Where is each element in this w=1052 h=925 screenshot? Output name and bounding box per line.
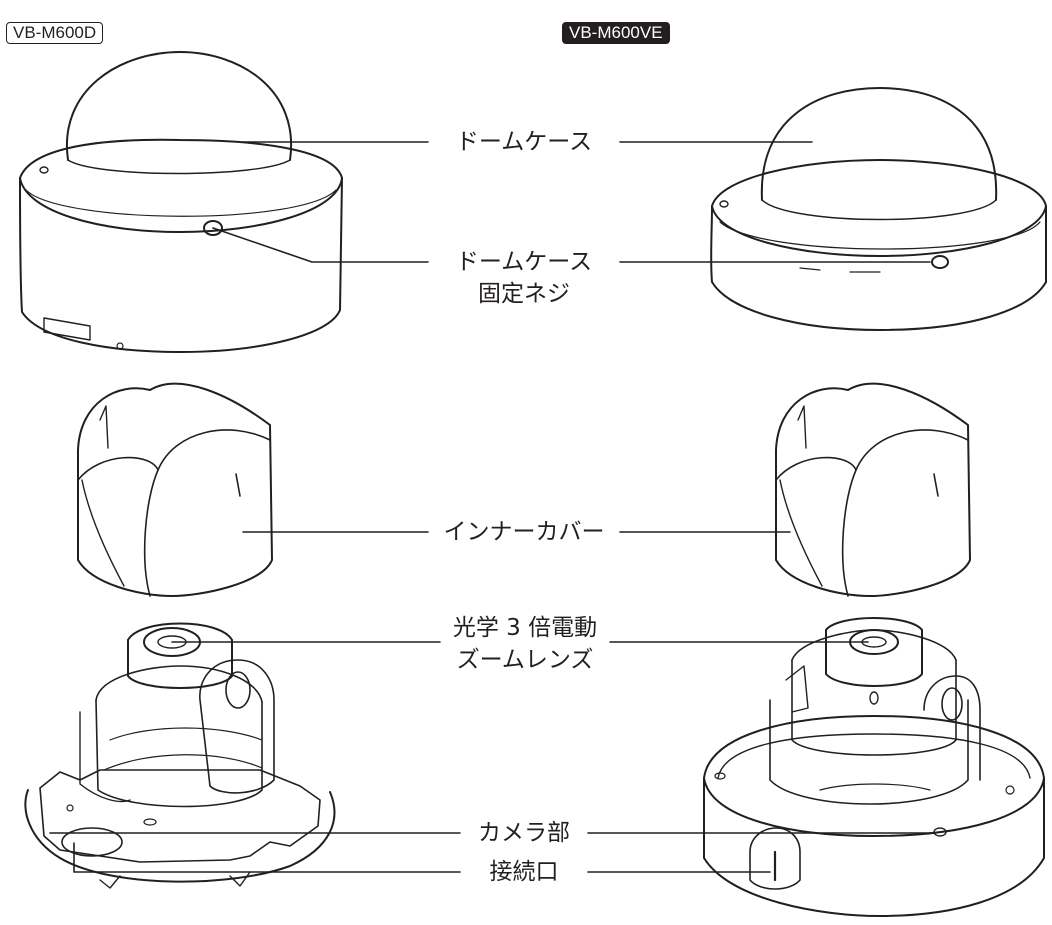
label-camera-unit: カメラ部 <box>464 817 584 849</box>
label-zoom-lens: 光学 3 倍電動 ズームレンズ <box>444 612 606 676</box>
inner-cover-right <box>775 382 971 597</box>
inner-cover-left <box>77 382 273 597</box>
label-dome-case: ドームケース <box>432 126 616 158</box>
label-dome-screw-line2: 固定ネジ <box>478 281 570 307</box>
dome-case-right <box>710 87 1047 331</box>
leader-screw-left <box>212 227 429 263</box>
dome-case-left <box>19 51 343 353</box>
label-connector: 接続口 <box>464 856 584 888</box>
model-tag-vb-m600d: VB-M600D <box>6 22 104 44</box>
label-zoom-lens-line2: ズームレンズ <box>456 647 594 673</box>
model-tag-vb-m600ve: VB-M600VE <box>562 22 670 44</box>
label-dome-screw-line1: ドームケース <box>455 249 593 275</box>
leader-lines <box>49 141 936 873</box>
label-dome-screw: ドームケース 固定ネジ <box>432 246 616 310</box>
label-zoom-lens-line1: 光学 3 倍電動 <box>452 615 598 641</box>
camera-unit-left <box>24 622 336 889</box>
camera-unit-right <box>703 617 1045 917</box>
leader-connector-left <box>73 842 461 873</box>
label-inner-cover: インナーカバー <box>432 516 616 548</box>
